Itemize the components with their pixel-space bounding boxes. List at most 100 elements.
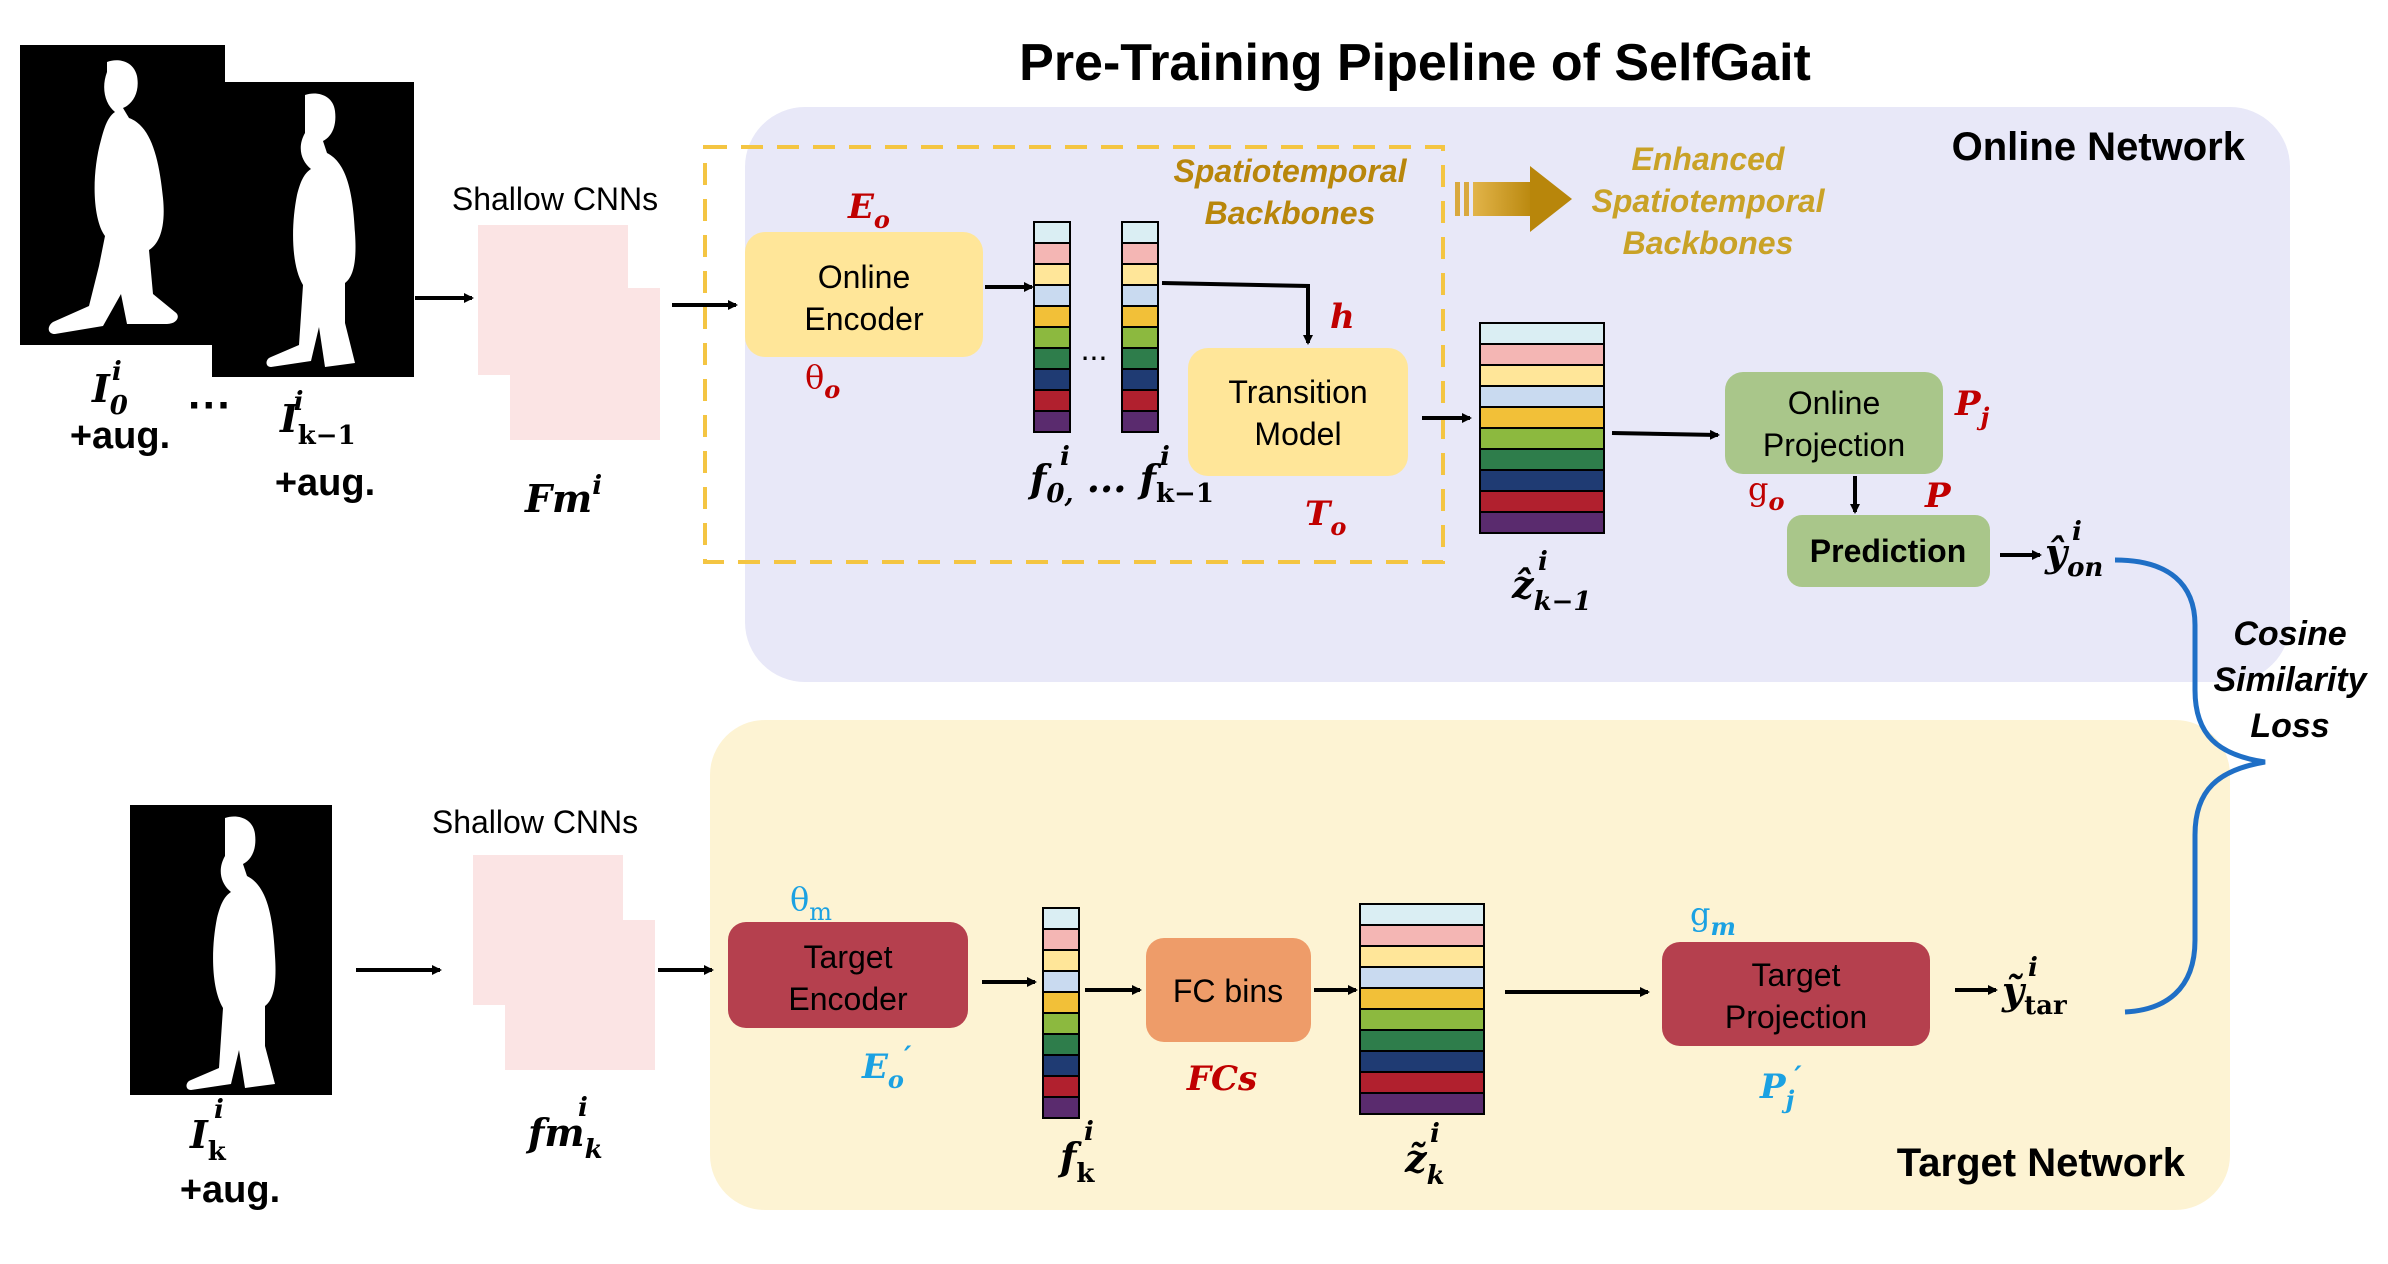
diagram-title: Pre-Training Pipeline of SelfGait (1019, 34, 1811, 92)
z-to-projection-arrow (1611, 429, 1720, 440)
target-output-sup: i (2028, 953, 2038, 983)
online-features-to-transition-arrow (1161, 281, 1313, 345)
feature-cell (1033, 347, 1071, 370)
target-z-sup: i (1430, 1119, 1440, 1149)
feature-cell (1033, 410, 1071, 433)
target-shallow-cnns-label: Shallow CNNs (432, 804, 638, 840)
online-input-frame-first (20, 45, 225, 345)
feature-cell (1033, 326, 1071, 349)
target-input-aug: +aug. (180, 1169, 280, 1211)
feature-cell (1121, 326, 1159, 349)
target-feature-stack (1042, 907, 1080, 1119)
feature-cell (1033, 305, 1071, 328)
feature-cell (1121, 305, 1159, 328)
target-output-label: ỹtar (2001, 968, 2067, 1021)
online-feature-stack-last (1121, 221, 1159, 433)
feature-cell (1359, 987, 1485, 1010)
feature-cell (1479, 511, 1605, 534)
online-encoder-param: θo (805, 358, 840, 404)
target-input-label: Ik (189, 1112, 227, 1167)
feature-cell (1042, 928, 1080, 951)
feature-cell (1042, 1012, 1080, 1035)
feature-cell (1479, 343, 1605, 366)
feature-cell (1359, 1092, 1485, 1115)
prediction-box[interactable] (1787, 515, 1990, 587)
feature-cell (1479, 490, 1605, 513)
online-input-ellipsis: ··· (188, 381, 232, 430)
feature-cell (1359, 945, 1485, 968)
feature-cell (1033, 221, 1071, 244)
target-projection-box[interactable] (1662, 942, 1930, 1046)
online-input-first-label: I0i (91, 357, 128, 421)
online-projection-param: go (1748, 470, 1785, 516)
feature-cell (1359, 1071, 1485, 1094)
feature-cell (1042, 970, 1080, 993)
online-features-sup-last: i (1160, 442, 1170, 472)
online-z-label: ẑk−1 (1511, 562, 1591, 617)
feature-cell (1479, 406, 1605, 429)
feature-cell (1359, 1008, 1485, 1031)
feature-cell (1042, 1033, 1080, 1056)
feature-cell (1479, 322, 1605, 345)
feature-cell (1359, 1050, 1485, 1073)
h-label: h (1330, 297, 1355, 337)
feature-cell (1121, 242, 1159, 265)
feature-cell (1359, 903, 1485, 926)
feature-cell (1033, 242, 1071, 265)
target-input-frame (130, 805, 332, 1095)
online-z-stack (1479, 322, 1605, 534)
feature-cell (1121, 347, 1159, 370)
enhanced-backbone-arrow (1455, 166, 1572, 232)
online-feature-map-label: Fmi (524, 471, 602, 521)
feature-cell (1479, 469, 1605, 492)
target-z-stack (1359, 903, 1485, 1115)
online-features-ellipsis: ... (1081, 331, 1108, 367)
online-projection-box[interactable] (1725, 372, 1943, 474)
spatiotemporal-backbone-box (703, 145, 1445, 564)
online-encoder-box[interactable] (745, 232, 983, 357)
fc-bins-label: FC bins (1173, 973, 1283, 1009)
transition-model-symbol: To (1305, 494, 1346, 541)
feature-cell (1359, 1029, 1485, 1052)
feature-cell (1033, 368, 1071, 391)
fc-bins-box[interactable] (1146, 938, 1311, 1042)
prediction-label: Prediction (1810, 533, 1966, 569)
online-shallow-cnns-label: Shallow CNNs (452, 181, 658, 217)
transition-model-box[interactable] (1188, 348, 1408, 476)
target-features-sup: i (1084, 1117, 1094, 1147)
feature-cell (1121, 389, 1159, 412)
target-feature-map-label: fmk (525, 1110, 603, 1165)
feature-cell (1479, 448, 1605, 471)
target-encoder-param: θm (790, 880, 832, 926)
feature-cell (1042, 1054, 1080, 1077)
target-feature-map-sup: i (578, 1093, 588, 1123)
online-z-sup: i (1538, 547, 1548, 577)
online-input-last-label: Ik−1i (279, 387, 356, 451)
feature-cell (1479, 364, 1605, 387)
target-z-label: z̃k (1404, 1136, 1445, 1191)
online-input-frame-last (212, 82, 414, 377)
cosine-similarity-bracket (2114, 557, 2266, 1015)
feature-cell (1042, 949, 1080, 972)
target-input-sup: i (214, 1095, 224, 1125)
fc-bins-symbol: FCs (1186, 1059, 1257, 1099)
online-input-first-aug: +aug. (70, 415, 170, 457)
feature-cell (1121, 221, 1159, 244)
feature-cell (1121, 284, 1159, 307)
feature-cell (1479, 385, 1605, 408)
feature-cell (1359, 924, 1485, 947)
target-projection-symbol: Pj′ (1759, 1060, 1802, 1114)
target-encoder-box[interactable] (728, 922, 968, 1028)
target-projection-param: gm (1690, 895, 1736, 941)
feature-cell (1033, 284, 1071, 307)
feature-cell (1042, 991, 1080, 1014)
online-encoder-symbol: Eo (847, 187, 890, 234)
feature-cell (1121, 263, 1159, 286)
target-encoder-symbol: Eo′ (861, 1040, 912, 1094)
prediction-symbol: P (1924, 476, 1952, 516)
